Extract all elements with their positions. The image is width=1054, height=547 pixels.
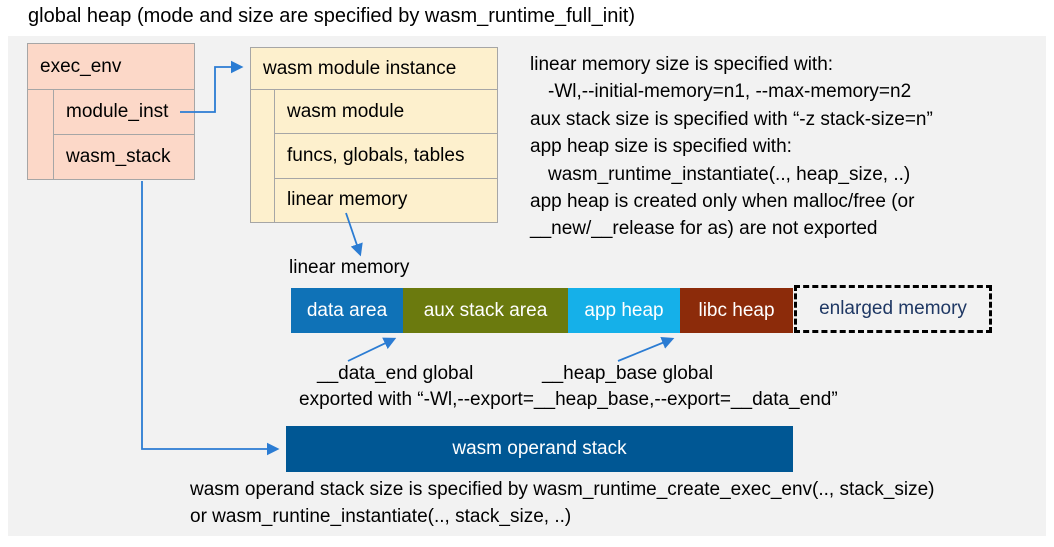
- segment-aux-stack-area: aux stack area: [403, 288, 568, 333]
- note-line: wasm_runtime_instantiate(.., heap_size, …: [548, 163, 911, 185]
- note-line: -Wl,--initial-memory=n1, --max-memory=n2: [548, 81, 912, 103]
- note-line: app heap size is specified with:: [530, 136, 792, 158]
- wasm-module-instance-header: wasm module instance: [251, 48, 497, 90]
- exec-env-box: exec_env module_inst wasm_stack: [27, 43, 195, 180]
- exec-env-gutter: [28, 90, 54, 179]
- row-funcs-globals-tables: funcs, globals, tables: [275, 134, 497, 179]
- wasm-operand-stack-bar: wasm operand stack: [286, 426, 793, 472]
- row-linear-memory: linear memory: [287, 189, 408, 211]
- memory-size-notes: linear memory size is specified with: -W…: [530, 51, 933, 243]
- exec-env-body: module_inst wasm_stack: [28, 90, 194, 179]
- segment-libc-heap: libc heap: [680, 288, 793, 333]
- exec-env-row-wasm-stack: wasm_stack: [66, 146, 171, 167]
- note-line: __new/__release for as) are not exported: [530, 218, 878, 240]
- exported-with-label: exported with “-Wl,--export=__heap_base,…: [299, 389, 838, 410]
- exec-env-row-module-inst: module_inst: [54, 90, 194, 135]
- linear-memory-bar: data area aux stack area app heap libc h…: [291, 288, 793, 333]
- data-end-global-label: __data_end global: [317, 363, 474, 384]
- wasm-module-instance-body: wasm module funcs, globals, tables linea…: [251, 90, 497, 222]
- row-wasm-module: wasm module: [275, 90, 497, 135]
- wasm-module-instance-rows: wasm module funcs, globals, tables linea…: [275, 90, 497, 222]
- linear-memory-label: linear memory: [289, 257, 410, 278]
- heap-base-global-label: __heap_base global: [542, 363, 714, 384]
- segment-data-area: data area: [291, 288, 403, 333]
- note-line: app heap is created only when malloc/fre…: [530, 191, 915, 213]
- segment-enlarged-memory: enlarged memory: [794, 285, 992, 333]
- note-line: wasm operand stack size is specified by …: [190, 479, 935, 500]
- segment-app-heap: app heap: [568, 288, 680, 333]
- diagram-title: global heap (mode and size are specified…: [28, 5, 635, 27]
- operand-stack-notes: wasm operand stack size is specified by …: [190, 477, 935, 530]
- note-line: linear memory size is specified with:: [530, 54, 834, 75]
- note-line: or wasm_runtine_instantiate(.., stack_si…: [190, 505, 572, 527]
- exec-env-header: exec_env: [28, 44, 194, 90]
- wasm-module-instance-box: wasm module instance wasm module funcs, …: [250, 47, 498, 223]
- wasm-module-instance-gutter: [251, 90, 275, 222]
- note-line: aux stack size is specified with “-z sta…: [530, 108, 933, 130]
- exec-env-rows: module_inst wasm_stack: [54, 90, 194, 179]
